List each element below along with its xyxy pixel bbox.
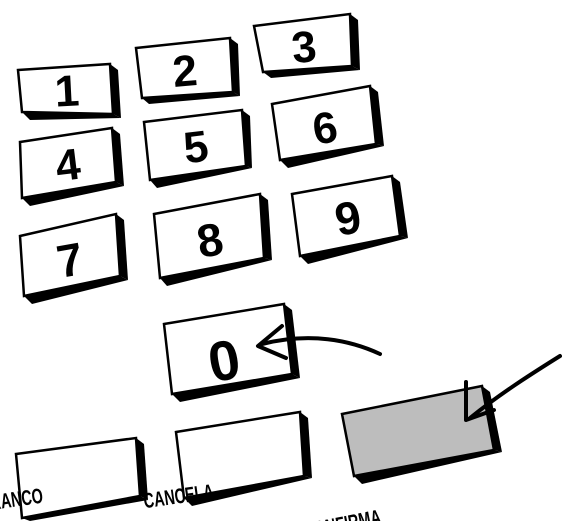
- key-2-label: 2: [171, 46, 200, 97]
- arrow-to-zero-key: [258, 326, 380, 358]
- key-9[interactable]: 9: [292, 176, 408, 264]
- key-2[interactable]: 2: [136, 38, 240, 104]
- key-3[interactable]: 3: [254, 14, 360, 78]
- confirma-label: CONFIRMA: [302, 505, 383, 521]
- key-0[interactable]: 0: [164, 304, 300, 402]
- cancela-label: CANCELA: [142, 480, 215, 513]
- branco-button[interactable]: BRANCO: [0, 438, 148, 521]
- key-1[interactable]: 1: [18, 64, 121, 120]
- key-1-label: 1: [53, 66, 80, 116]
- key-7[interactable]: 7: [20, 214, 128, 304]
- cancela-button[interactable]: CANCELA: [142, 412, 312, 513]
- key-5[interactable]: 5: [144, 110, 252, 188]
- key-6[interactable]: 6: [272, 86, 384, 168]
- key-8[interactable]: 8: [154, 194, 272, 286]
- confirma-button[interactable]: CONFIRMA: [302, 386, 502, 521]
- key-4[interactable]: 4: [20, 128, 124, 206]
- key-3-label: 3: [289, 22, 318, 73]
